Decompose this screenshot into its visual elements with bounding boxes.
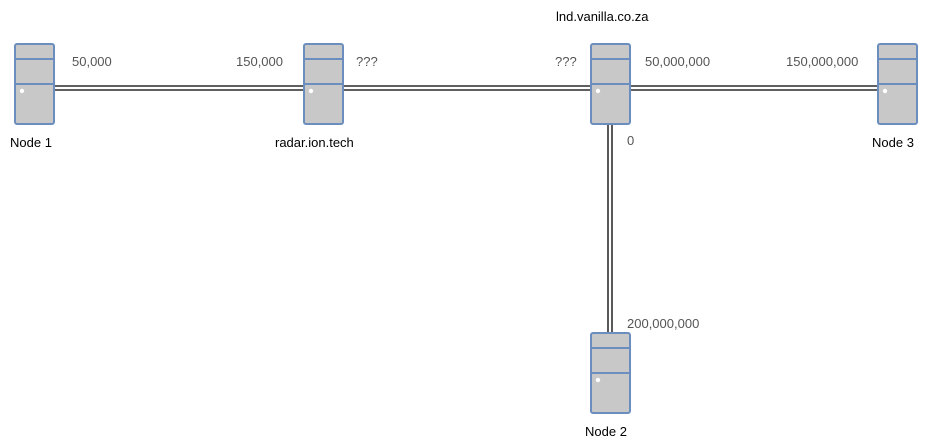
channel-balance-label: ??? (555, 54, 577, 69)
node-label-node1: Node 1 (10, 135, 52, 150)
node-label-node2: Node 2 (585, 424, 627, 439)
server-icon[interactable] (303, 43, 344, 125)
channel-link-node1-radar (54, 85, 304, 91)
server-icon[interactable] (877, 43, 918, 125)
server-icon[interactable] (590, 332, 631, 414)
channel-balance-label: 50,000 (72, 54, 112, 69)
channel-balance-label: 0 (627, 133, 635, 148)
channel-balance-label: 150,000,000 (786, 54, 859, 69)
channel-link-vanilla-node2 (607, 125, 613, 333)
channel-balance-label: 150,000 (236, 54, 283, 69)
server-icon[interactable] (590, 43, 631, 125)
channel-balance-label: 50,000,000 (645, 54, 711, 69)
channel-balance-label: ??? (356, 54, 378, 69)
node-label-node3: Node 3 (872, 135, 914, 150)
node-label-radar: radar.ion.tech (275, 135, 354, 150)
channel-link-radar-vanilla (343, 85, 591, 91)
server-icon[interactable] (14, 43, 55, 125)
node-label-vanilla: lnd.vanilla.co.za (556, 9, 649, 24)
channel-link-vanilla-node3 (630, 85, 878, 91)
channel-balance-label: 200,000,000 (627, 316, 700, 331)
